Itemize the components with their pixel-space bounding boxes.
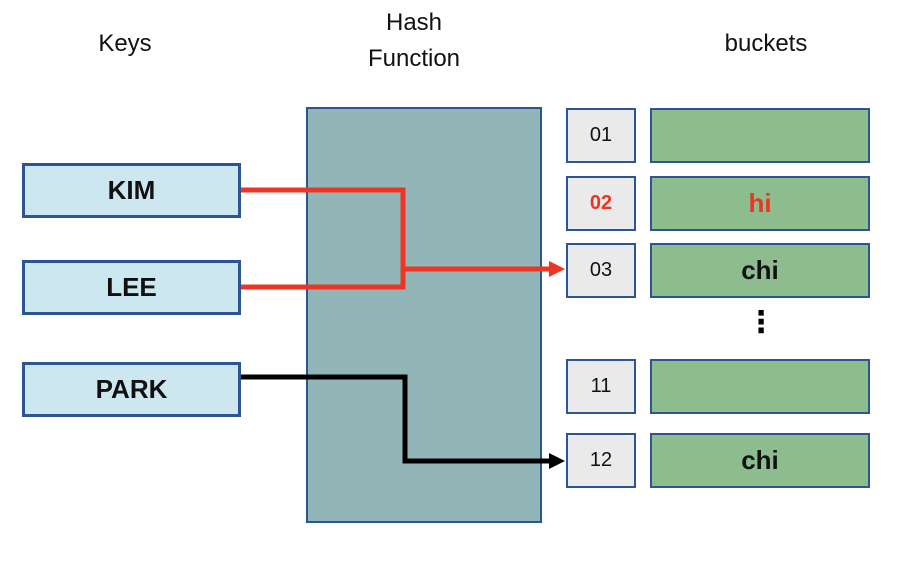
keys-column-header: Keys — [98, 30, 152, 57]
index-box-01: 01 — [566, 108, 636, 163]
hash-function-box — [306, 107, 542, 523]
vertical-ellipsis: ⋮ — [746, 305, 776, 340]
bucket-box-12: chi — [650, 433, 870, 488]
key-box-lee: LEE — [22, 260, 241, 315]
key-label-lee: LEE — [106, 272, 157, 302]
bucket-value-12: chi — [741, 445, 779, 475]
bucket-box-02: hi — [650, 176, 870, 231]
hash-function-column-header: Hash Function — [367, 9, 461, 72]
index-label-02: 02 — [589, 192, 613, 214]
index-label-11: 11 — [590, 375, 612, 397]
buckets-column-header: buckets — [724, 30, 808, 57]
bucket-value-03: chi — [741, 255, 779, 285]
index-box-11: 11 — [566, 359, 636, 414]
key-label-park: PARK — [95, 374, 168, 404]
key-box-park: PARK — [22, 362, 241, 417]
key-box-kim: KIM — [22, 163, 241, 218]
bucket-value-02: hi — [748, 188, 772, 218]
index-box-03: 03 — [566, 243, 636, 298]
index-label-01: 01 — [589, 124, 613, 146]
index-box-12: 12 — [566, 433, 636, 488]
index-label-03: 03 — [589, 259, 613, 281]
key-label-kim: KIM — [107, 175, 156, 205]
bucket-box-11 — [650, 359, 870, 414]
bucket-box-01 — [650, 108, 870, 163]
index-label-12: 12 — [589, 449, 613, 471]
index-box-02: 02 — [566, 176, 636, 231]
bucket-box-03: chi — [650, 243, 870, 298]
